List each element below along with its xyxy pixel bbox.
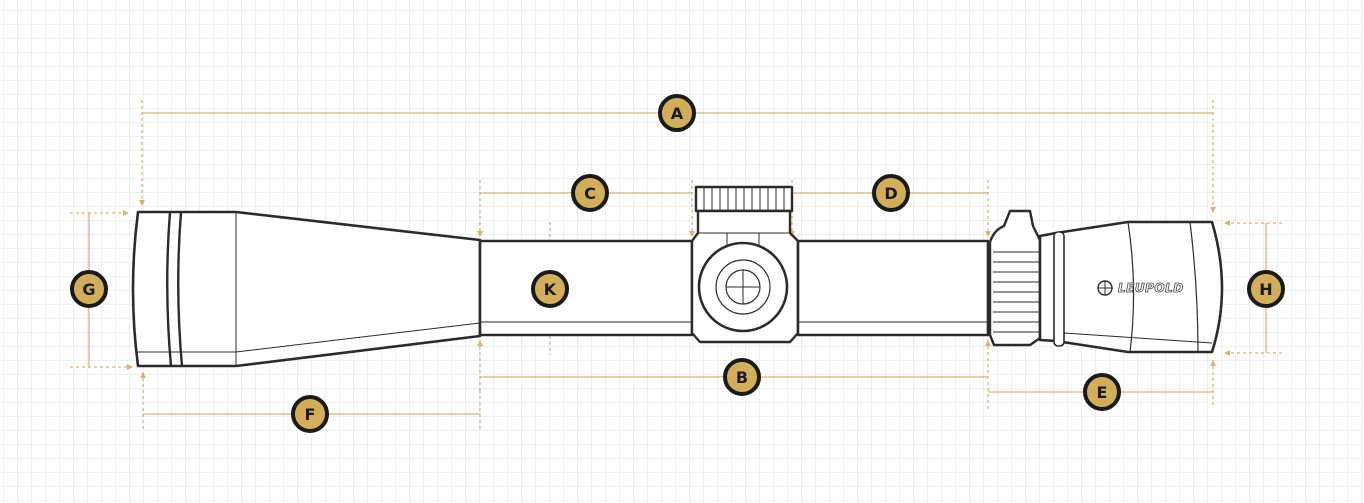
dimension-badge-d: D [872, 174, 910, 212]
dimension-badge-f: F [291, 395, 329, 433]
dimension-badge-e: E [1083, 373, 1121, 411]
dimension-badge-a: A [658, 94, 696, 132]
dimension-badge-c: C [571, 174, 609, 212]
dimension-badge-b: B [723, 358, 761, 396]
dimension-badge-g: G [70, 270, 108, 308]
brand-label: LEUPOLD [1118, 281, 1184, 296]
dimension-badge-k: K [531, 270, 569, 308]
scope-body [131, 185, 1224, 368]
dimension-badge-h: H [1247, 270, 1285, 308]
dimension-arrows [123, 200, 1230, 378]
